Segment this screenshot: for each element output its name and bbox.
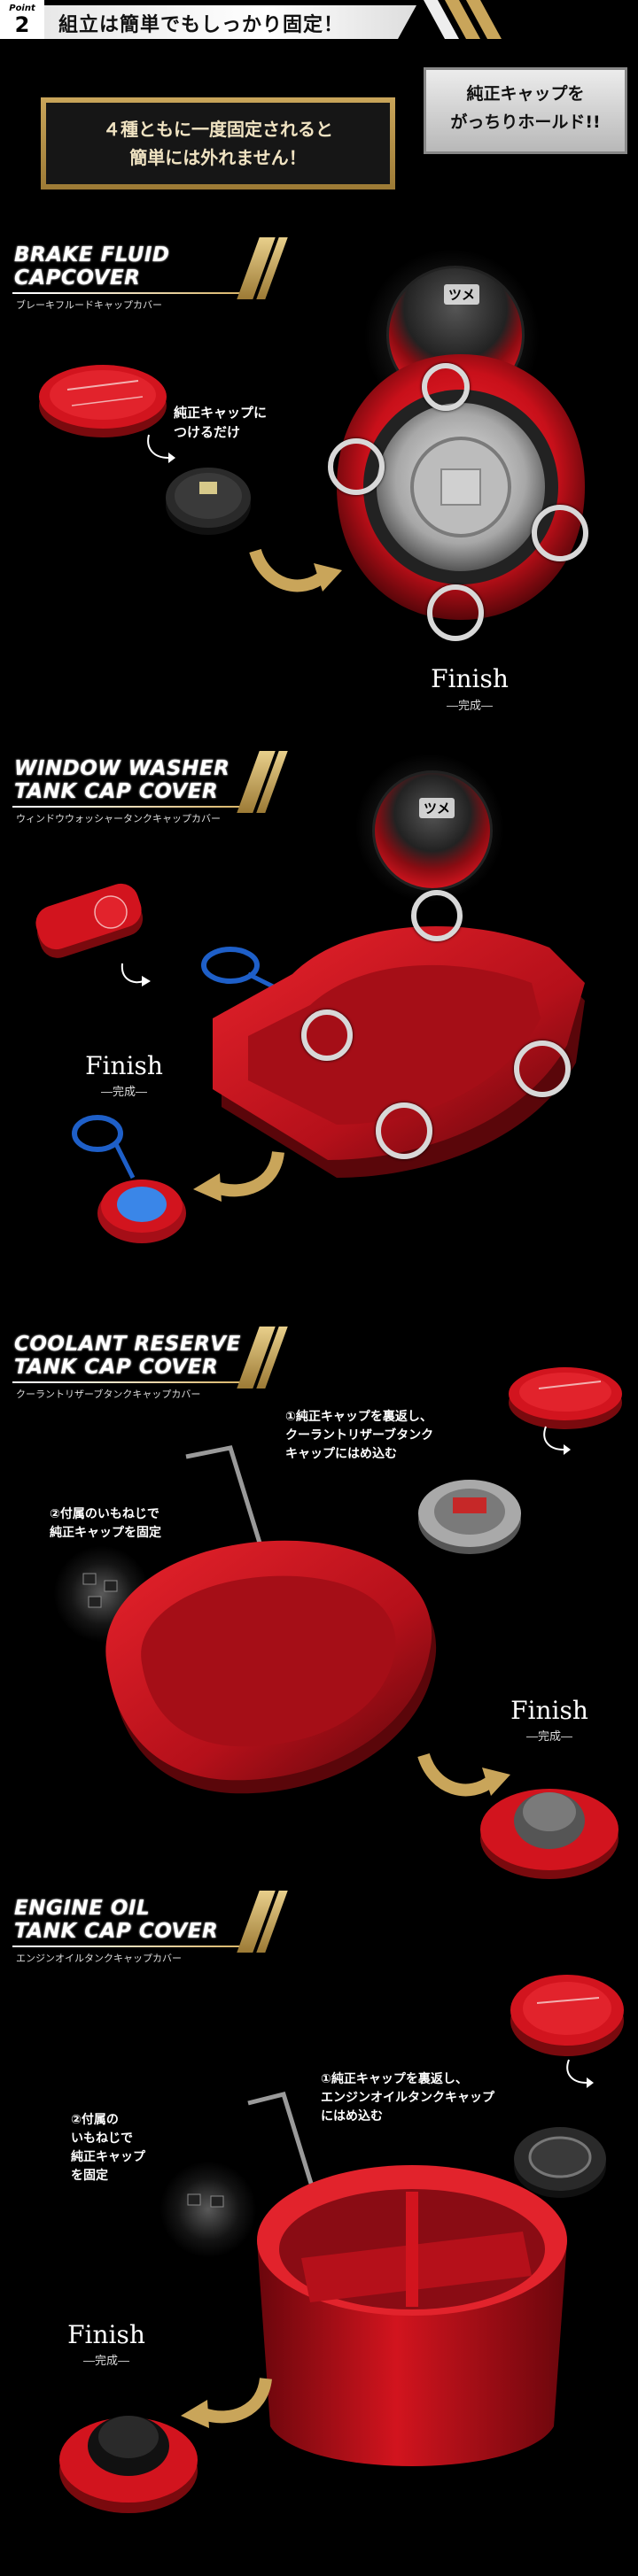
engine-oil-finish-label: Finish (67, 2320, 145, 2349)
coolant-set-screws (82, 1573, 118, 1608)
engine-oil-note-2: ②付属の いもねじで 純正キャップ を固定 (71, 2111, 145, 2185)
silver-note-line1: 純正キャップを (466, 84, 585, 104)
engine-oil-small-curve-arrow (566, 2059, 594, 2088)
brake-fluid-title-line2: CAPCOVER (14, 267, 141, 290)
coolant-small-curve-arrow (543, 1426, 571, 1455)
point-badge: Point 2 (0, 0, 44, 39)
coolant-finish-label: Finish (510, 1696, 588, 1725)
engine-oil-title-line1: ENGINE OIL (14, 1897, 151, 1920)
washer-cover-part (35, 883, 144, 958)
washer-kansei-label: ―完成― (100, 1086, 147, 1099)
coolant-allen-key (185, 1445, 268, 1564)
brake-ring-2 (328, 438, 385, 495)
washer-ring-3 (514, 1040, 571, 1097)
point-number: 2 (14, 12, 30, 37)
engine-oil-title-rule (12, 1946, 241, 1947)
silver-note-line2: がっちりホールド!! (450, 112, 601, 132)
washer-title-line2: TANK CAP COVER (14, 780, 219, 803)
engine-oil-allen-key (247, 2091, 322, 2210)
engine-oil-note-2-line1: ②付属の (71, 2113, 119, 2127)
coolant-kansei-label: ―完成― (525, 1730, 572, 1744)
engine-oil-note-1-line1: ①純正キャップを裏返し、 (321, 2072, 468, 2086)
washer-title-rule (12, 806, 241, 808)
washer-ring-1 (411, 890, 463, 941)
washer-curve-arrow (193, 1150, 284, 1202)
coolant-assembled-part (105, 1540, 437, 1794)
washer-title: WINDOW WASHER TANK CAP COVER (14, 757, 280, 803)
brake-fluid-title-rule (12, 292, 241, 294)
coolant-title-line1: COOLANT RESERVE (14, 1333, 241, 1356)
washer-ring-2 (301, 1010, 353, 1061)
engine-oil-stock-cap (514, 2127, 606, 2198)
washer-zoom-label: ツメ (419, 798, 455, 818)
brake-fluid-title: BRAKE FLUID CAPCOVER (14, 244, 280, 290)
brake-kansei-label: ―完成― (446, 700, 493, 713)
washer-subtitle: ウィンドウウォッシャータンクキャップカバー (16, 813, 221, 824)
coolant-note-2: ②付属のいもねじで 純正キャップを固定 (50, 1505, 161, 1543)
coolant-stock-cap (418, 1480, 521, 1554)
engine-oil-note-1-line2: エンジンオイルタンクキャップ (321, 2091, 494, 2105)
silver-note: 純正キャップを がっちりホールド!! (424, 80, 627, 136)
engine-oil-subtitle: エンジンオイルタンクキャップカバー (16, 1953, 182, 1964)
brake-fluid-title-line1: BRAKE FLUID (14, 244, 170, 267)
coolant-title: COOLANT RESERVE TANK CAP COVER (14, 1333, 280, 1379)
brake-finish-label: Finish (431, 664, 509, 693)
engine-oil-note-1: ①純正キャップを裏返し、 エンジンオイルタンクキャップ にはめ込む (321, 2070, 494, 2126)
brake-cover-part (39, 365, 167, 437)
coolant-note-1-line3: キャップにはめ込む (285, 1447, 397, 1461)
coolant-finished-cap (480, 1789, 619, 1879)
engine-oil-note-2-line4: を固定 (71, 2169, 108, 2183)
brake-zoom-label: ツメ (444, 284, 480, 305)
gold-note-line1: ４種ともに一度固定されると (103, 119, 333, 140)
coolant-cover-part (509, 1367, 622, 1429)
brake-fluid-subtitle: ブレーキフルードキャップカバー (16, 299, 162, 311)
brake-assembled-part (337, 354, 585, 620)
coolant-note-2-line2: 純正キャップを固定 (50, 1526, 161, 1540)
coolant-note-1-line1: ①純正キャップを裏返し、 (285, 1410, 432, 1424)
gold-note-line2: 簡単には外れません！ (129, 147, 307, 168)
engine-oil-assembled-part (257, 2165, 567, 2466)
engine-oil-title: ENGINE OIL TANK CAP COVER (14, 1897, 280, 1943)
silver-note-frame (424, 67, 627, 154)
gold-note: ４種ともに一度固定されると 簡単には外れません！ (46, 115, 390, 172)
washer-ring-4 (376, 1102, 432, 1159)
washer-title-line1: WINDOW WASHER (14, 757, 230, 780)
coolant-note-2-line1: ②付属のいもねじで (50, 1507, 160, 1521)
coolant-note-1-line2: クーラントリザーブタンク (285, 1428, 434, 1443)
headline-strip (44, 5, 416, 39)
brake-small-curve-arrow (147, 434, 175, 463)
point-word: Point (9, 4, 35, 13)
washer-finish-label: Finish (85, 1051, 163, 1080)
coolant-title-line2: TANK CAP COVER (14, 1356, 219, 1379)
page-headline: 組立は簡単でもしっかり固定！ (58, 14, 345, 36)
engine-oil-note-2-line3: 純正キャップ (71, 2150, 145, 2164)
coolant-subtitle: クーラントリザーブタンクキャップカバー (16, 1389, 201, 1400)
washer-finished-cap (72, 1115, 186, 1243)
washer-zoom-detail: ツメ (372, 770, 493, 891)
engine-oil-note-1-line3: にはめ込む (321, 2109, 383, 2123)
engine-oil-cover-part (510, 1975, 624, 2056)
washer-assembled-part (213, 926, 585, 1178)
engine-oil-set-screws (187, 2193, 224, 2208)
gold-note-panel (46, 103, 390, 184)
engine-oil-curve-arrow (181, 2377, 272, 2428)
header-stripes (424, 0, 502, 39)
engine-oil-screws-glow (160, 2161, 257, 2258)
brake-curve-arrow (249, 548, 342, 592)
engine-oil-title-line2: TANK CAP COVER (14, 1920, 219, 1943)
coolant-curve-arrow (417, 1752, 510, 1797)
brake-ring-4 (427, 584, 484, 641)
brake-ring-3 (532, 505, 588, 561)
brake-stock-cap (166, 468, 251, 535)
engine-oil-note-2-line2: いもねじで (71, 2131, 133, 2146)
engine-oil-kansei-label: ―完成― (82, 2355, 129, 2368)
washer-small-curve-arrow (121, 963, 151, 986)
brake-note: 純正キャップに つけるだけ (174, 405, 268, 440)
brake-ring-1 (422, 363, 470, 411)
coolant-title-rule (12, 1381, 241, 1383)
coolant-note-1: ①純正キャップを裏返し、 クーラントリザーブタンク キャップにはめ込む (285, 1408, 433, 1464)
engine-oil-finished-cap (59, 2416, 198, 2513)
